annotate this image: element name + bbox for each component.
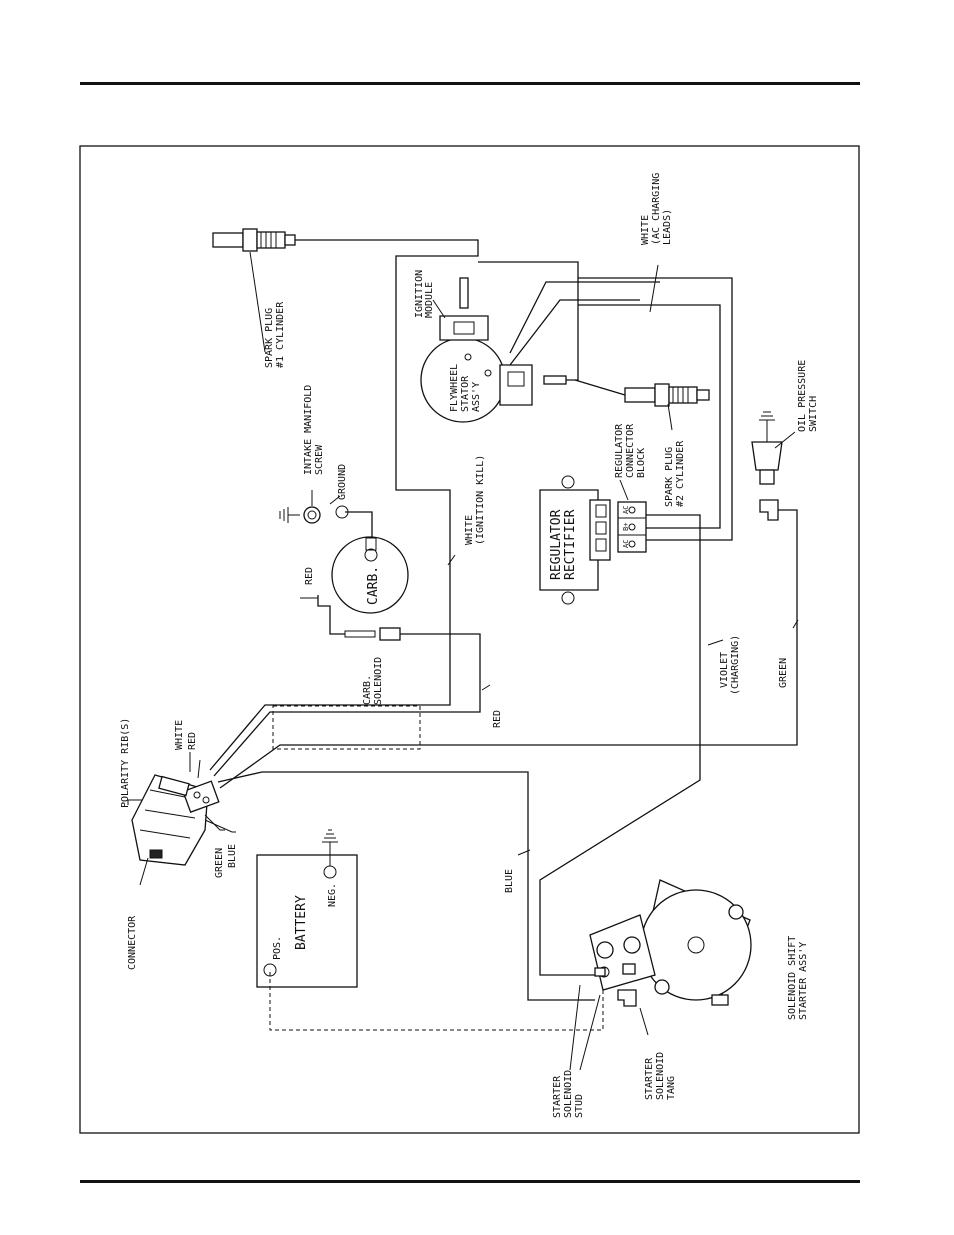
spark-plug-1 xyxy=(212,228,296,252)
flywheel-label-1: FLYWHEEL xyxy=(449,364,460,412)
tang-label-2: SOLENOID xyxy=(655,1052,666,1100)
ignition-label-1: IGNITION xyxy=(414,270,425,318)
red-carb-label: RED xyxy=(304,567,315,585)
intake-manifold-screw xyxy=(279,505,349,524)
flywheel-label-2: STATOR xyxy=(460,375,471,412)
regulator-connector-block xyxy=(617,501,647,553)
reg-block-label-3: BLOCK xyxy=(636,448,647,478)
battery-label: BATTERY xyxy=(294,895,309,950)
terminal-b: B+ xyxy=(622,523,630,531)
flywheel-label-3: ASS'Y xyxy=(471,382,482,412)
carb-solenoid-label-1: CARB. xyxy=(362,675,373,705)
regulator-rectifier xyxy=(539,475,611,605)
oil-label-2: SWITCH xyxy=(808,396,819,432)
white-label: WHITE xyxy=(174,720,185,750)
carburetor xyxy=(331,536,409,641)
stud-label-2: SOLENOID xyxy=(563,1070,574,1118)
blue-wire-label: BLUE xyxy=(504,869,515,893)
green-wire-label: GREEN xyxy=(778,658,789,688)
connector-label: CONNECTOR xyxy=(127,915,138,970)
carb-solenoid-label-2: SOLENOID xyxy=(373,657,384,705)
white-ac-label-2: (AC CHARGING xyxy=(651,173,662,245)
spark2-label-1: SPARK PLUG xyxy=(664,447,675,507)
intake-label-2: SCREW xyxy=(314,444,325,475)
solenoid-shift-starter xyxy=(589,879,752,1007)
red-wire-label: RED xyxy=(492,710,503,728)
stud-label-1: STARTER xyxy=(552,1075,563,1118)
terminal-ac-2: AC xyxy=(622,506,630,514)
tang-label-1: STARTER xyxy=(644,1057,655,1100)
stud-label-3: STUD xyxy=(574,1094,585,1118)
tang-label-3: TANG xyxy=(666,1076,677,1100)
flywheel-stator xyxy=(420,277,567,423)
polarity-ribs-label: POLARITY RIB(S) xyxy=(120,718,131,808)
reg-rect-label-2: RECTIFIER xyxy=(563,509,578,580)
diagram-frame xyxy=(79,145,860,1134)
battery xyxy=(256,829,358,988)
carb-label: CARB. xyxy=(366,566,381,605)
reg-block-label-1: REGULATOR xyxy=(614,423,625,478)
green-label: GREEN xyxy=(214,848,225,878)
white-kill-label-1: WHITE xyxy=(464,515,475,545)
blue-label: BLUE xyxy=(227,844,238,868)
bottom-rule xyxy=(80,1180,860,1183)
red-label: RED xyxy=(187,732,198,750)
pos-label: POS. xyxy=(272,936,283,960)
white-ac-label-3: LEADS) xyxy=(662,209,673,245)
reg-block-label-2: CONNECTOR xyxy=(625,423,636,478)
ground-label: GROUND xyxy=(337,464,348,500)
spark1-label-1: SPARK PLUG xyxy=(264,308,275,368)
spark-plug-2 xyxy=(624,383,710,407)
violet-label-1: VIOLET xyxy=(719,652,730,688)
oil-pressure-switch xyxy=(751,411,783,521)
spark1-label-2: #1 CYLINDER xyxy=(275,301,286,368)
intake-label-1: INTAKE MANIFOLD xyxy=(303,385,314,475)
wires xyxy=(209,239,798,1031)
connector xyxy=(131,774,220,866)
white-kill-label-2: (IGNITION KILL) xyxy=(475,455,486,545)
violet-label-2: (CHARGING) xyxy=(730,635,741,695)
neg-label: NEG. xyxy=(327,883,338,907)
starter-label-1: SOLENOID SHIFT xyxy=(787,936,798,1020)
starter-label-2: STARTER ASS'Y xyxy=(798,942,809,1020)
oil-label-1: OIL PRESSURE xyxy=(797,360,808,432)
terminal-ac-1: AC xyxy=(622,540,630,548)
spark2-label-2: #2 CYLINDER xyxy=(675,440,686,507)
top-rule xyxy=(80,82,860,85)
reg-rect-label-1: REGULATOR xyxy=(549,509,564,580)
leader-lines xyxy=(127,251,799,1071)
white-ac-label-1: WHITE xyxy=(640,215,651,245)
labels: CONNECTOR POLARITY RIB(S) WHITE RED GREE… xyxy=(120,173,819,1118)
ignition-label-2: MODULE xyxy=(424,282,435,318)
